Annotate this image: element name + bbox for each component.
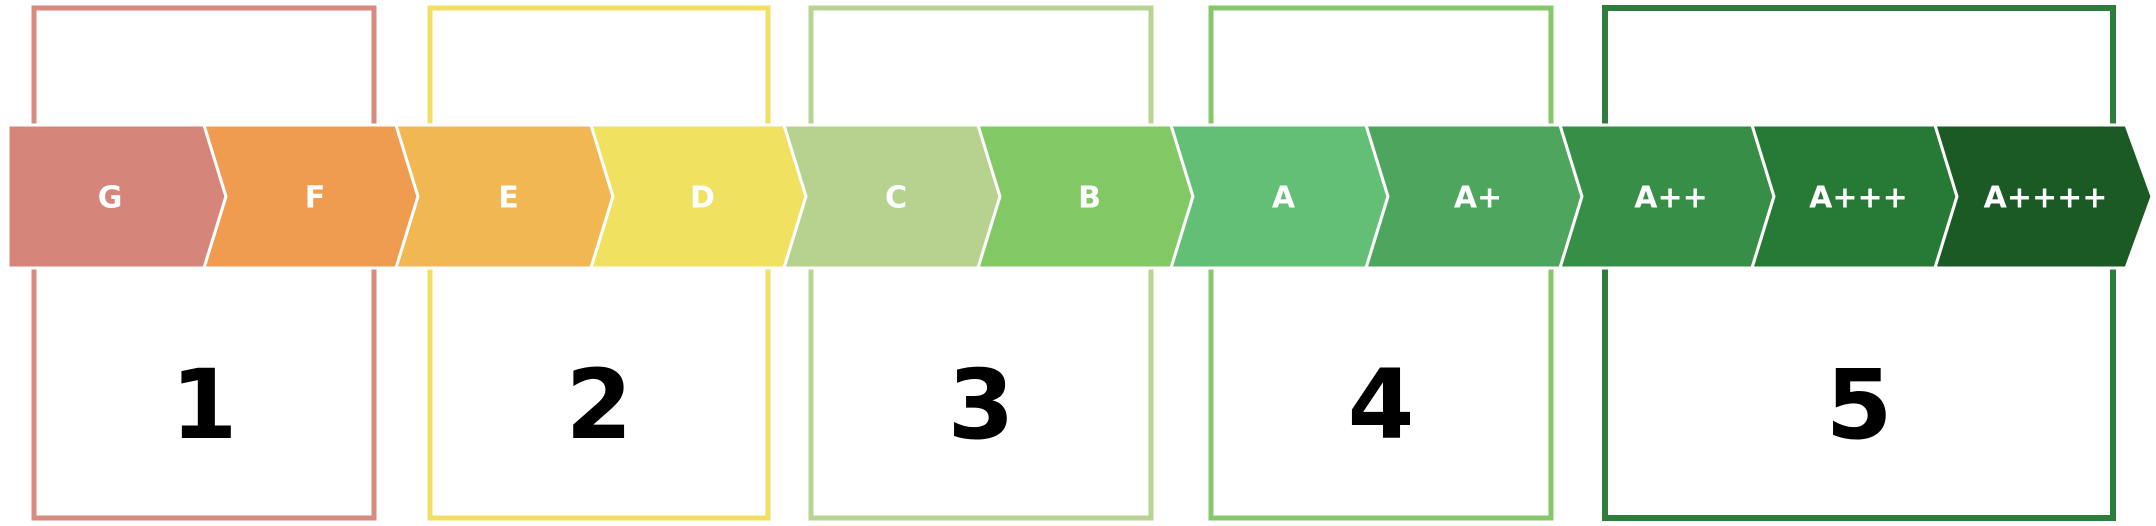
- rating-band-label: F: [305, 181, 326, 216]
- rating-band-11: [1932, 123, 2154, 270]
- group-number-2: 2: [566, 349, 633, 461]
- group-numbers: 1 2 3 4 5: [171, 349, 1893, 461]
- rating-band-label: B: [1078, 181, 1101, 216]
- rating-band-label: A++++: [1984, 181, 2108, 216]
- rating-band-label: G: [98, 181, 123, 216]
- rating-band-label: A+: [1454, 181, 1502, 216]
- rating-band-label: A++: [1634, 181, 1708, 216]
- rating-band-label: A: [1272, 181, 1296, 216]
- group-number-1: 1: [171, 349, 238, 461]
- rating-band-label: D: [690, 181, 715, 216]
- group-number-4: 4: [1348, 349, 1415, 461]
- group-number-5: 5: [1826, 349, 1893, 461]
- rating-band-strip: G F E D C B A A+ A++ A+++ A++++: [6, 123, 2154, 270]
- group-number-3: 3: [948, 349, 1015, 461]
- rating-band-label: A+++: [1809, 181, 1908, 216]
- rating-band-label: E: [498, 181, 519, 216]
- rating-band-label: C: [885, 181, 907, 216]
